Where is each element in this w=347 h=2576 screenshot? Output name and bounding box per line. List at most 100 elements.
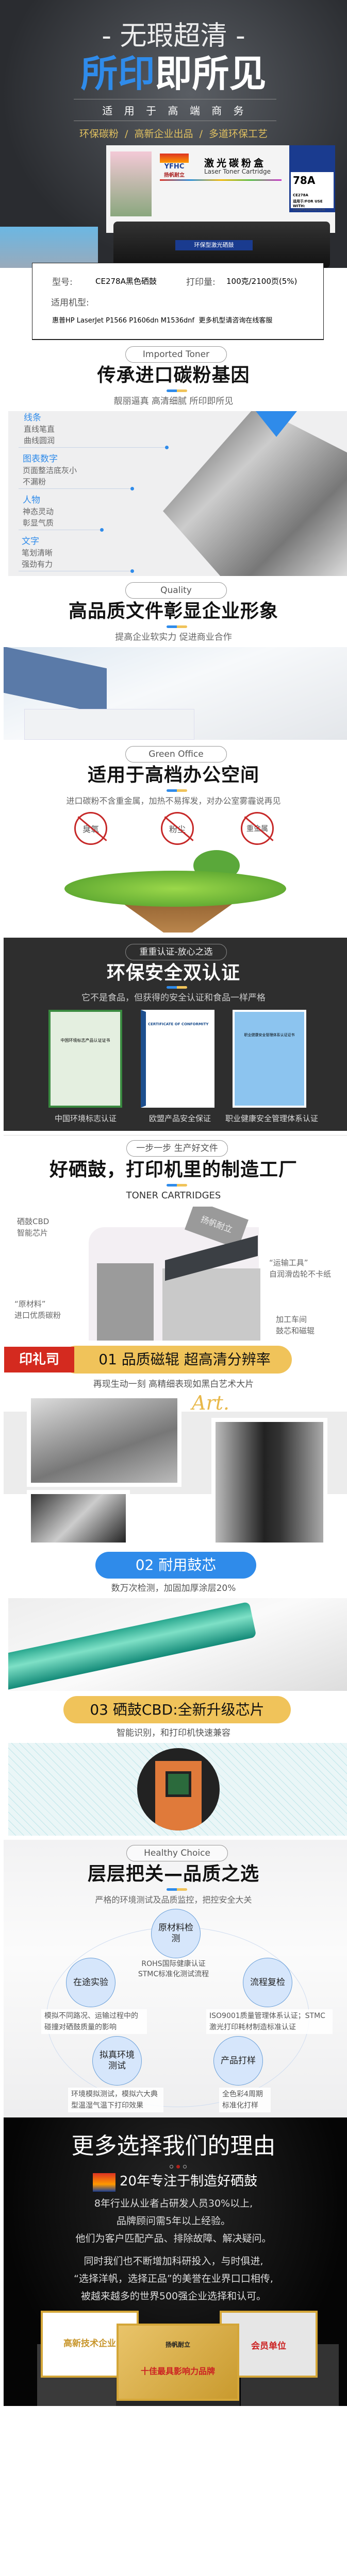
green-title: 适用于高档办公空间 — [87, 765, 259, 786]
cert-label: 职业健康安全管理体系认证 — [225, 1114, 319, 1123]
label-gear: “运输工具”自润滑齿轮不卡纸 — [269, 1258, 332, 1279]
feature-text: 文字笔划清晰强劲有力 — [22, 536, 53, 569]
node-caption: ROHS国际健康认证 — [141, 1960, 206, 1968]
cert-label: 欧盟产品安全保证 — [149, 1114, 211, 1123]
feature02-subtitle: 数万次检测，加固加厚涂层20% — [111, 1583, 236, 1594]
box-printers: 1566/P1606DN/1536 — [293, 208, 325, 212]
blue-binder — [4, 647, 107, 715]
cert-china-env: 中国环境标志产品认证证书 — [48, 1010, 122, 1108]
cbd-chip — [166, 1771, 191, 1797]
cert-ce: CERTIFICATE OF CONFORMITY — [141, 1010, 214, 1108]
printer-illustration: 扬帆耐立 — [57, 1207, 273, 1341]
quality-title: 高品质文件彰显企业形象 — [68, 601, 278, 622]
certs-title: 环保安全双认证 — [106, 962, 240, 984]
divider — [19, 447, 168, 448]
healthy-title: 层层把关—品质之选 — [87, 1863, 259, 1885]
node-caption: 环境模拟测试，模拟六大典型温湿气温下打印效果 — [68, 2088, 163, 2112]
no-heavy-metal-icon: 重金属 — [241, 812, 274, 845]
reasons-paragraph-2: 同时我们也不断增加科研投入，与时俱进,“选择洋帆，选择正品”的美誉在业界口口相传… — [74, 2256, 273, 2302]
cartridge-label: 环保型激光硒鼓 — [175, 240, 253, 250]
blue-triangle — [256, 411, 297, 437]
chip-circuit-photo — [8, 1743, 347, 1836]
no-dust-icon: 粉尘 — [161, 812, 194, 845]
healthy-subtitle: 严格的环境测试及品质监控，把控安全大关 — [95, 1895, 252, 1905]
node-caption: 全色彩4周期标准化打样 — [219, 2088, 271, 2112]
chip-closeup — [137, 1748, 220, 1831]
label-drum: 加工车间鼓芯和磁辊 — [276, 1315, 315, 1335]
imported-badge: Imported Toner — [125, 346, 227, 363]
hero-features: 环保碳粉 / 高新企业出品 / 多道环保工艺 — [79, 128, 268, 140]
node-transport-test: 在途实验 — [66, 1958, 115, 2007]
art-photo-seated — [27, 1490, 130, 1547]
box-photo — [110, 151, 152, 216]
dot — [130, 569, 134, 573]
spec-yield-label: 打印量: — [186, 277, 216, 287]
spec-box: 型号: CE278A黑色硒鼓 打印量: 100克/2100页(5%) 适用机型:… — [32, 263, 324, 340]
box-model-code: CE278A — [293, 193, 308, 197]
hero-banner: - 无瑕超清 - 所印即所见 适 用 于 高 端 商 务 环保碳粉 / 高新企业… — [0, 0, 347, 268]
box-model: 78A — [293, 174, 316, 187]
certs-subtitle: 它不是食品，但获得的安全认证和食品一样严格 — [81, 993, 266, 1003]
printer-cutaway-right — [162, 1268, 260, 1341]
folders-image — [0, 227, 98, 268]
hero-title-white: 即所见 — [155, 52, 267, 95]
title-underline — [167, 1888, 187, 1891]
art-photo-gown — [211, 1418, 327, 1547]
node-sample-print: 产品打样 — [213, 2036, 263, 2086]
feature01-subtitle: 再现生动一刻 高精细表现如黑白艺术大片 — [93, 1379, 254, 1389]
brand-stamp-logo: 印礼司 — [4, 1347, 74, 1372]
feature-charts: 图表数字页面整洁底灰小不漏粉 — [23, 454, 77, 486]
opc-drum — [8, 1601, 257, 1691]
carousel-dot[interactable] — [183, 2165, 187, 2168]
laptop — [24, 709, 194, 740]
title-underline — [167, 789, 187, 792]
carousel-dot[interactable] — [170, 2165, 173, 2168]
carousel-dots — [170, 2165, 187, 2168]
collage-photos — [163, 411, 347, 576]
node-raw-material: 原材料检测 — [151, 1909, 201, 1958]
spec-yield-value: 100克/2100页(5%) — [226, 277, 298, 286]
spec-model-label: 型号: — [52, 277, 73, 287]
print-sample-collage — [8, 411, 347, 576]
divider — [4, 1135, 347, 1136]
dot — [100, 528, 104, 532]
factory-title: 好硒鼓，打印机里的制造工厂 — [49, 1159, 298, 1180]
feature-lines: 线条直线笔直曲线圆润 — [24, 413, 55, 445]
imported-subtitle: 靓丽逼真 高清细腻 所印即所见 — [113, 396, 234, 406]
title-underline — [167, 389, 187, 392]
certs-badge: 重重认证-放心之选 — [125, 944, 227, 960]
grass-island — [64, 871, 286, 907]
printer-cutaway-left — [97, 1263, 154, 1341]
box-name-cn: 激光碳粉盒 — [204, 158, 267, 169]
node-caption: ISO9001质量管理体系认证；STMC激光打印耗材制造标准认证 — [206, 2009, 333, 2034]
color-strip — [160, 179, 282, 181]
carousel-dot-active[interactable] — [176, 2165, 180, 2168]
title-underline — [167, 625, 187, 628]
feature02-pill: 02 耐用鼓芯 — [95, 1552, 256, 1579]
award-top10-brand: 扬帆耐立 十佳最具影响力品牌 — [117, 2324, 239, 2401]
dot — [130, 487, 134, 490]
spec-compat-value: 惠普HP LaserJet P1566 P1606dn M1536dnf 更多机… — [52, 317, 273, 325]
quality-subtitle: 提高企业软实力 促进商业合作 — [115, 632, 232, 642]
divider — [19, 488, 132, 489]
hero-title-top: - 无瑕超清 - — [102, 21, 245, 52]
factory-subtitle: TONER CARTRIDGES — [126, 1190, 221, 1201]
art-photo-birdcage — [27, 1394, 181, 1487]
feature-people: 人物神态灵动彰显气质 — [23, 495, 54, 528]
cert-ohsms: 职业健康安全管理体系认证证书 — [233, 1010, 306, 1108]
imported-title: 传承进口碳粉基因 — [97, 365, 250, 386]
hero-title-blue: 所印 — [80, 52, 155, 95]
drum-on-charts-photo — [8, 1598, 347, 1691]
hero-tagline: 适 用 于 高 端 商 务 — [74, 99, 276, 121]
reasons-title: 更多选择我们的理由 — [71, 2133, 276, 2159]
green-subtitle: 进口碳粉不含重金属，加热不易挥发，对办公室雾霾说再见 — [66, 796, 281, 806]
certification-section: 重重认证-放心之选 环保安全双认证 它不是食品，但获得的安全认证和食品一样严格 … — [4, 938, 347, 1131]
hero-title: 所印即所见 — [0, 52, 347, 96]
node-caption: 模拟不同路况、运输过程中的碰撞对硒鼓质量的影响 — [41, 2009, 147, 2034]
node-caption: STMC标准化测试流程 — [138, 1970, 209, 1978]
reasons-section: 更多选择我们的理由 20年专注于制造好硒鼓 8年行业从业者占研发人员30%以上,… — [4, 2117, 347, 2406]
spec-model-value: CE278A黑色硒鼓 — [95, 277, 157, 286]
